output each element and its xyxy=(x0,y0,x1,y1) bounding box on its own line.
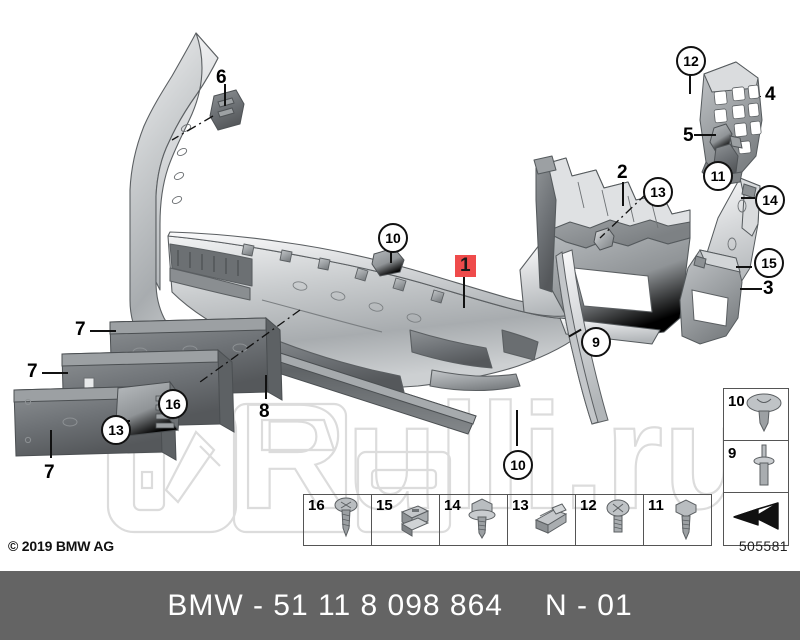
callout-7-c[interactable]: 7 xyxy=(44,463,55,482)
callout-12[interactable]: 12 xyxy=(676,46,706,76)
diagram-artwork xyxy=(13,32,763,461)
side-legend-cell-10[interactable]: 10 xyxy=(724,389,788,441)
part-10-bracket-lower xyxy=(496,386,520,412)
callout-10-bottom[interactable]: 10 xyxy=(503,450,533,480)
callout-14-label: 14 xyxy=(762,192,778,208)
expanding-rivet-icon xyxy=(746,393,782,433)
callout-13-left-label: 13 xyxy=(108,422,124,438)
leader-10-bot xyxy=(516,410,518,446)
legend-cell-14[interactable]: 14 xyxy=(440,495,508,545)
callout-9-label: 9 xyxy=(592,334,600,350)
callout-8-label: 8 xyxy=(259,401,270,422)
part-13-clip-right xyxy=(593,227,615,251)
callout-12-label: 12 xyxy=(683,53,699,69)
legend-cell-16[interactable]: 16 xyxy=(304,495,372,545)
callout-6[interactable]: 6 xyxy=(216,68,227,87)
callout-1[interactable]: 1 xyxy=(455,255,476,277)
leader-1 xyxy=(463,276,465,308)
sheet-metal-clip-icon xyxy=(534,503,568,534)
leader-6 xyxy=(224,84,226,106)
legend-number-13: 13 xyxy=(512,497,529,514)
callout-3[interactable]: 3 xyxy=(763,279,774,298)
leader-16-dashdot xyxy=(199,309,301,383)
callout-16[interactable]: 16 xyxy=(158,389,188,419)
callout-2[interactable]: 2 xyxy=(617,163,628,182)
copyright-notice: © 2019 BMW AG xyxy=(8,538,114,554)
leader-6-dashdot xyxy=(171,115,214,141)
tapping-screw-icon xyxy=(334,497,358,538)
leader-7b xyxy=(42,372,68,374)
leader-10-top xyxy=(390,249,392,263)
callout-8[interactable]: 8 xyxy=(259,402,270,421)
callout-14[interactable]: 14 xyxy=(755,185,785,215)
side-legend-box: 10 9 xyxy=(723,388,789,546)
callout-7-b-label: 7 xyxy=(27,361,38,382)
legend-cell-11[interactable]: 11 xyxy=(644,495,711,545)
drawing-number: 505581 xyxy=(738,538,788,554)
callout-5-label: 5 xyxy=(683,125,694,146)
callout-13-left[interactable]: 13 xyxy=(101,415,131,445)
callout-7-a-label: 7 xyxy=(75,319,86,340)
legend-number-15: 15 xyxy=(376,497,393,514)
callout-16-label: 16 xyxy=(165,396,181,412)
callout-13-right[interactable]: 13 xyxy=(643,177,673,207)
callout-2-label: 2 xyxy=(617,162,628,183)
side-legend-cell-arrow[interactable] xyxy=(724,493,788,545)
callout-13-right-label: 13 xyxy=(650,184,666,200)
view-direction-arrow-icon xyxy=(733,502,779,530)
fastener-legend-table: 16 15 14 xyxy=(303,494,712,546)
leader-4 xyxy=(760,96,761,97)
callout-3-label: 3 xyxy=(763,278,774,299)
side-legend-number-9: 9 xyxy=(728,444,737,462)
banner-part-number: BMW - 51 11 8 098 864 xyxy=(167,588,503,622)
callout-11[interactable]: 11 xyxy=(703,161,733,191)
banner-content: BMW - 51 11 8 098 864 N - 01 xyxy=(0,571,800,640)
callout-15-label: 15 xyxy=(761,255,777,271)
hex-flange-bolt-icon xyxy=(468,498,496,539)
pan-head-screw-icon xyxy=(606,499,630,533)
legend-cell-13[interactable]: 13 xyxy=(508,495,576,545)
callout-4-label: 4 xyxy=(765,84,776,105)
hex-head-screw-icon xyxy=(675,499,697,540)
spring-nut-clip-icon xyxy=(400,505,430,537)
part-6-clip xyxy=(209,89,245,131)
banner-section-code: N - 01 xyxy=(544,588,633,622)
bottom-banner: BMW - 51 11 8 098 864 N - 01 xyxy=(0,571,800,640)
callout-7-c-label: 7 xyxy=(44,462,55,483)
callout-1-label: 1 xyxy=(460,255,471,276)
leader-5 xyxy=(694,134,716,136)
part-3-air-duct xyxy=(679,249,743,345)
legend-number-14: 14 xyxy=(444,497,461,514)
leader-14 xyxy=(741,197,755,199)
callout-7-a[interactable]: 7 xyxy=(75,320,86,339)
legend-number-12: 12 xyxy=(580,497,597,514)
legend-number-16: 16 xyxy=(308,497,325,514)
leader-7c xyxy=(50,430,52,458)
callout-10-bottom-label: 10 xyxy=(510,457,526,473)
callout-7-b[interactable]: 7 xyxy=(27,362,38,381)
callout-11-label: 11 xyxy=(710,168,726,184)
side-legend-cell-9[interactable]: 9 xyxy=(724,441,788,493)
callout-6-label: 6 xyxy=(216,67,227,88)
legend-number-11: 11 xyxy=(648,497,664,514)
callout-5[interactable]: 5 xyxy=(683,126,694,145)
part-4-grille-frame xyxy=(699,61,763,187)
side-legend-number-10: 10 xyxy=(728,393,745,410)
leader-3 xyxy=(740,288,762,290)
callout-15[interactable]: 15 xyxy=(754,248,784,278)
leader-15 xyxy=(736,266,752,268)
blind-rivet-icon xyxy=(753,444,775,486)
callout-10-top-label: 10 xyxy=(385,230,401,246)
leader-7a xyxy=(90,330,116,332)
legend-cell-12[interactable]: 12 xyxy=(576,495,644,545)
callout-10-top[interactable]: 10 xyxy=(378,223,408,253)
legend-cell-15[interactable]: 15 xyxy=(372,495,440,545)
leader-12 xyxy=(689,72,691,94)
callout-9[interactable]: 9 xyxy=(581,327,611,357)
leader-2 xyxy=(622,182,624,206)
leader-8 xyxy=(265,375,267,399)
callout-4[interactable]: 4 xyxy=(765,85,776,104)
